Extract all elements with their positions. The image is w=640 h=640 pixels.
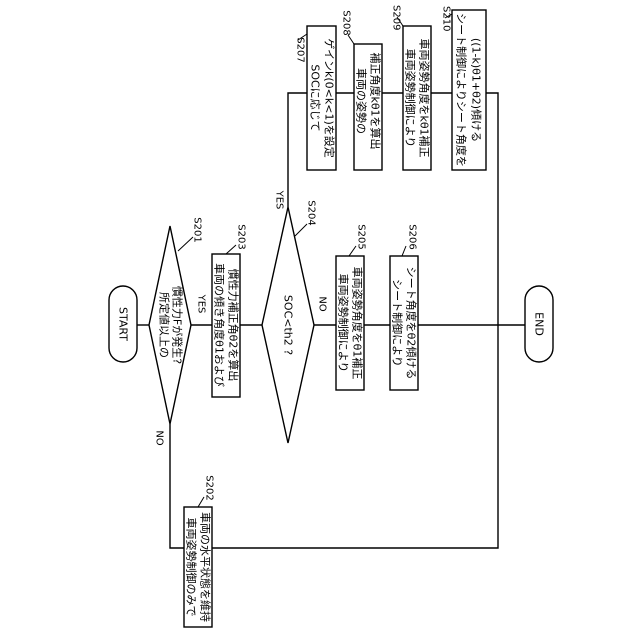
start-label: START — [117, 307, 130, 341]
s210-line-2: ((1-k)θ1+θ2)傾ける — [470, 38, 484, 142]
s204-decision: SOC<th2 ? S204 — [262, 200, 317, 443]
s201-decision: 所定値以上の 慣性力Fが発生? S201 — [149, 217, 203, 424]
s204-line-1: SOC<th2 ? — [282, 295, 295, 355]
s202-box: 車両姿勢制御のみで 車両の水平状態を維持 S202 — [184, 475, 215, 627]
s207-step-label: S207 — [295, 37, 306, 62]
s210-box: シート制御によりシート角度を ((1-k)θ1+θ2)傾ける S210 — [441, 6, 487, 170]
edge-s201-s202 — [170, 424, 184, 548]
s205-step-label: S205 — [356, 224, 367, 249]
s207-box: SOCに応じて ゲインk(0<k<1)を設定 S207 — [295, 26, 337, 170]
s201-yes-label: YES — [196, 294, 207, 314]
s203-line-2: 慣性力補正角θ2を算出 — [227, 269, 241, 382]
s209-line-2: 車両姿勢角度をkθ1補正 — [418, 38, 432, 157]
end-label: END — [533, 312, 546, 336]
s208-step-label: S208 — [341, 10, 352, 35]
s202-line-2: 車両の水平状態を維持 — [199, 512, 213, 622]
s203-box: 車両の傾き角度θ1および 慣性力補正角θ2を算出 S203 — [212, 224, 247, 397]
edge-s210-end — [486, 93, 498, 325]
s201-no-label: NO — [154, 430, 165, 445]
s205-line-1: 車両姿勢制御により — [337, 274, 351, 373]
s205-line-2: 車両姿勢角度をθ1補正 — [351, 267, 365, 380]
s208-line-1: 車両の姿勢の — [355, 68, 369, 134]
s204-step-label: S204 — [306, 200, 317, 225]
edge-s204-s207 — [288, 93, 307, 207]
s207-line-1: SOCに応じて — [309, 64, 323, 131]
s204-yes-label: YES — [274, 190, 285, 210]
s201-step-label: S201 — [192, 217, 203, 242]
s209-line-1: 車両姿勢制御により — [404, 49, 418, 148]
end-terminal: END — [525, 286, 553, 362]
start-terminal: START — [109, 286, 137, 362]
s209-box: 車両姿勢制御により 車両姿勢角度をkθ1補正 S209 — [391, 5, 432, 170]
s203-step-label: S203 — [236, 224, 247, 249]
s206-step-label: S206 — [407, 224, 418, 249]
s206-line-1: シート制御により — [391, 279, 405, 367]
s209-step-label: S209 — [391, 5, 402, 30]
s201-line-2: 慣性力Fが発生? — [171, 286, 185, 364]
s206-box: シート制御により シート角度をθ2傾ける S206 — [390, 224, 419, 390]
s208-line-2: 補正角度kθ1を算出 — [369, 52, 383, 149]
s210-line-1: シート制御によりシート角度を — [455, 13, 469, 167]
s207-line-2: ゲインk(0<k<1)を設定 — [323, 38, 337, 158]
s204-no-label: NO — [317, 296, 328, 311]
s201-line-1: 所定値以上の — [158, 292, 172, 358]
s203-line-1: 車両の傾き角度θ1および — [213, 263, 227, 387]
s206-line-2: シート角度をθ2傾ける — [405, 267, 419, 380]
s202-step-label: S202 — [204, 475, 215, 500]
s208-box: 車両の姿勢の 補正角度kθ1を算出 S208 — [341, 10, 383, 170]
s202-line-1: 車両姿勢制御のみで — [185, 518, 199, 617]
s205-box: 車両姿勢制御により 車両姿勢角度をθ1補正 S205 — [336, 224, 367, 390]
s210-step-label: S210 — [441, 6, 452, 31]
